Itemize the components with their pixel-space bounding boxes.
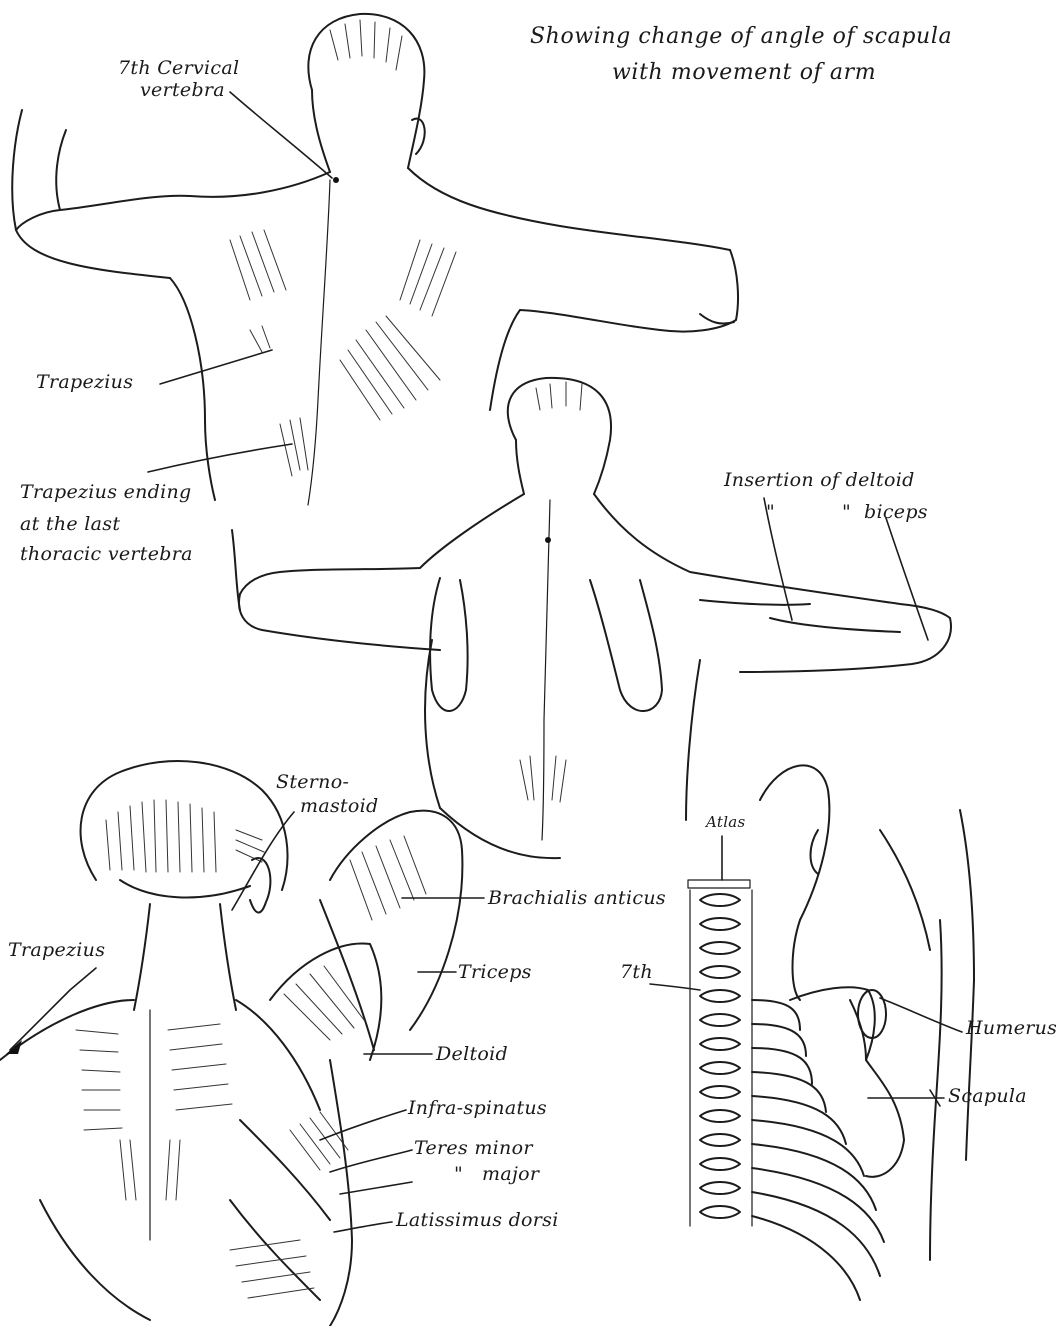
- label-trapezius-upper: Trapezius: [36, 372, 133, 393]
- diagram-title-line1: Showing change of angle of scapula: [530, 24, 952, 50]
- label-at-the-last: at the last: [20, 514, 120, 535]
- label-ditto-deltoid: ": [766, 502, 775, 523]
- label-seventh-vertebra: 7th: [620, 962, 653, 983]
- label-brachialis-anticus: Brachialis anticus: [488, 888, 666, 909]
- label-ditto-biceps: ": [842, 502, 851, 523]
- label-trapezius-lower: Trapezius: [8, 940, 105, 961]
- label-seventh-cervical: 7th Cervical: [118, 58, 239, 79]
- label-sterno: Sterno-: [276, 772, 349, 793]
- label-latissimus-dorsi: Latissimus dorsi: [396, 1210, 559, 1231]
- label-insertion-deltoid: Insertion of deltoid: [724, 470, 915, 491]
- label-mastoid: mastoid: [300, 796, 379, 817]
- label-atlas: Atlas: [706, 814, 746, 831]
- label-teres-major: major: [482, 1164, 539, 1185]
- label-teres-minor: Teres minor: [414, 1138, 533, 1159]
- label-scapula: Scapula: [948, 1086, 1027, 1107]
- label-humerus: Humerus: [966, 1018, 1056, 1039]
- label-thoracic-vertebra: thoracic vertebra: [20, 544, 193, 565]
- label-infra-spinatus: Infra-spinatus: [408, 1098, 547, 1119]
- figure-skeleton-spine: [650, 765, 974, 1300]
- label-triceps: Triceps: [458, 962, 532, 983]
- label-trapezius-ending: Trapezius ending: [20, 482, 192, 503]
- label-deltoid: Deltoid: [436, 1044, 508, 1065]
- label-teres-major-ditto: ": [454, 1164, 463, 1185]
- figure-back-muscles: [0, 761, 484, 1326]
- diagram-title-line2: with movement of arm: [612, 60, 876, 86]
- label-biceps: biceps: [864, 502, 928, 523]
- label-seventh-cervical-vertebra: vertebra: [140, 80, 225, 101]
- figure-back-arms-raised: [12, 14, 738, 505]
